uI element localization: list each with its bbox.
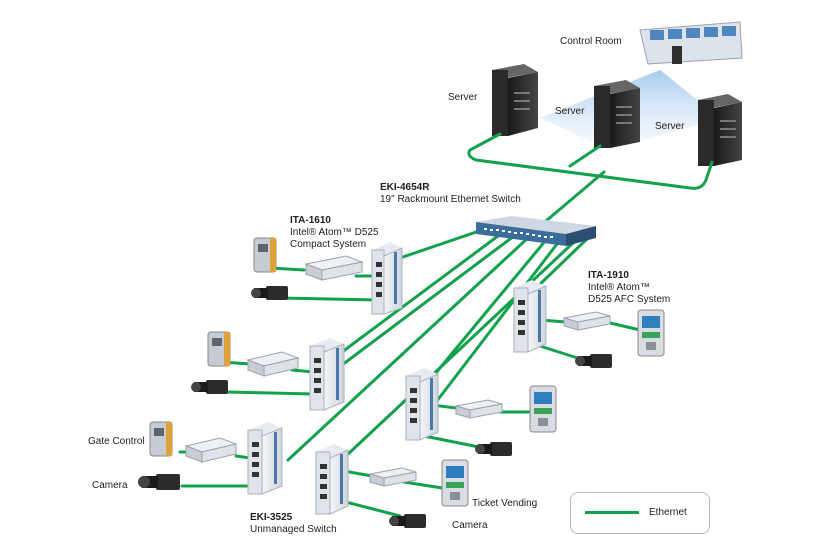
camera-2-icon: [191, 380, 228, 394]
gate-control-unit-2-icon: [207, 331, 231, 367]
camera-5-icon: [475, 442, 512, 456]
eki-3525-description: Unmanaged Switch: [250, 524, 337, 535]
gate-control-label: Gate Control: [88, 436, 145, 447]
ita-1610-title: ITA-1610: [290, 215, 331, 226]
ita-1610-computer-2-icon: [246, 351, 300, 377]
din-switch-2-icon: [309, 338, 345, 411]
server-3-label: Server: [655, 121, 685, 132]
camera-3-icon: [138, 474, 180, 490]
ita-1910-line-2: D525 AFC System: [588, 294, 671, 305]
server-3-icon: [698, 94, 742, 166]
legend-box: Ethernet: [570, 492, 710, 534]
ita-1910-computer-3-icon: [369, 467, 417, 487]
gate-control-unit-3-icon: [149, 421, 173, 457]
din-switch-1-icon: [371, 242, 403, 315]
server-2-link: [568, 144, 602, 168]
din-switch-4-icon: [315, 444, 349, 515]
camera-4-icon: [575, 354, 612, 368]
eki-4654r-description: 19" Rackmount Ethernet Switch: [380, 194, 521, 205]
server-1-label: Server: [448, 92, 478, 103]
server-ring-link: [467, 132, 714, 190]
din-switch-5-icon: [405, 368, 439, 441]
camera-1-icon: [251, 286, 288, 300]
ita-1610-line-1: Intel® Atom™ D525: [290, 227, 379, 238]
gate-control-unit-1-icon: [253, 237, 277, 273]
din-switch-3-icon: [247, 422, 283, 495]
server-2-label: Server: [555, 106, 585, 117]
eki-3525-title: EKI-3525: [250, 512, 293, 523]
server-1-icon: [492, 64, 538, 136]
control-room-label: Control Room: [560, 36, 622, 47]
core-uplink: [538, 170, 606, 228]
eki-4654r-title: EKI-4654R: [380, 182, 430, 193]
ita-1610-computer-3-icon: [184, 437, 238, 463]
camera-bottom-label: Camera: [452, 520, 488, 531]
ita-1910-computer-2-icon: [455, 399, 503, 419]
ethernet-legend-swatch: [585, 511, 639, 514]
control-room-illustration: [639, 21, 743, 65]
link-ita1910: [532, 234, 592, 292]
ticket-vending-machine-2-icon: [529, 385, 557, 433]
eki-4654r-switch-icon: [476, 216, 596, 246]
ticket-vending-machine-1-icon: [637, 309, 665, 357]
ita-1910-computer-1-icon: [563, 311, 611, 331]
server-2-icon: [594, 80, 640, 148]
camera-6-icon: [389, 514, 426, 528]
camera-left-label: Camera: [92, 480, 128, 491]
ita-1910-line-1: Intel® Atom™: [588, 282, 650, 293]
link-ita1610: [398, 226, 490, 260]
ita-1610-computer-1-icon: [304, 255, 364, 281]
ticket-vending-label: Ticket Vending: [472, 498, 538, 509]
ita-1610-line-2: Compact System: [290, 239, 367, 250]
ita-1910-title: ITA-1910: [588, 270, 629, 281]
din-switch-6-icon: [513, 280, 547, 353]
ethernet-legend-label: Ethernet: [649, 507, 687, 518]
ticket-vending-machine-3-icon: [441, 459, 469, 507]
